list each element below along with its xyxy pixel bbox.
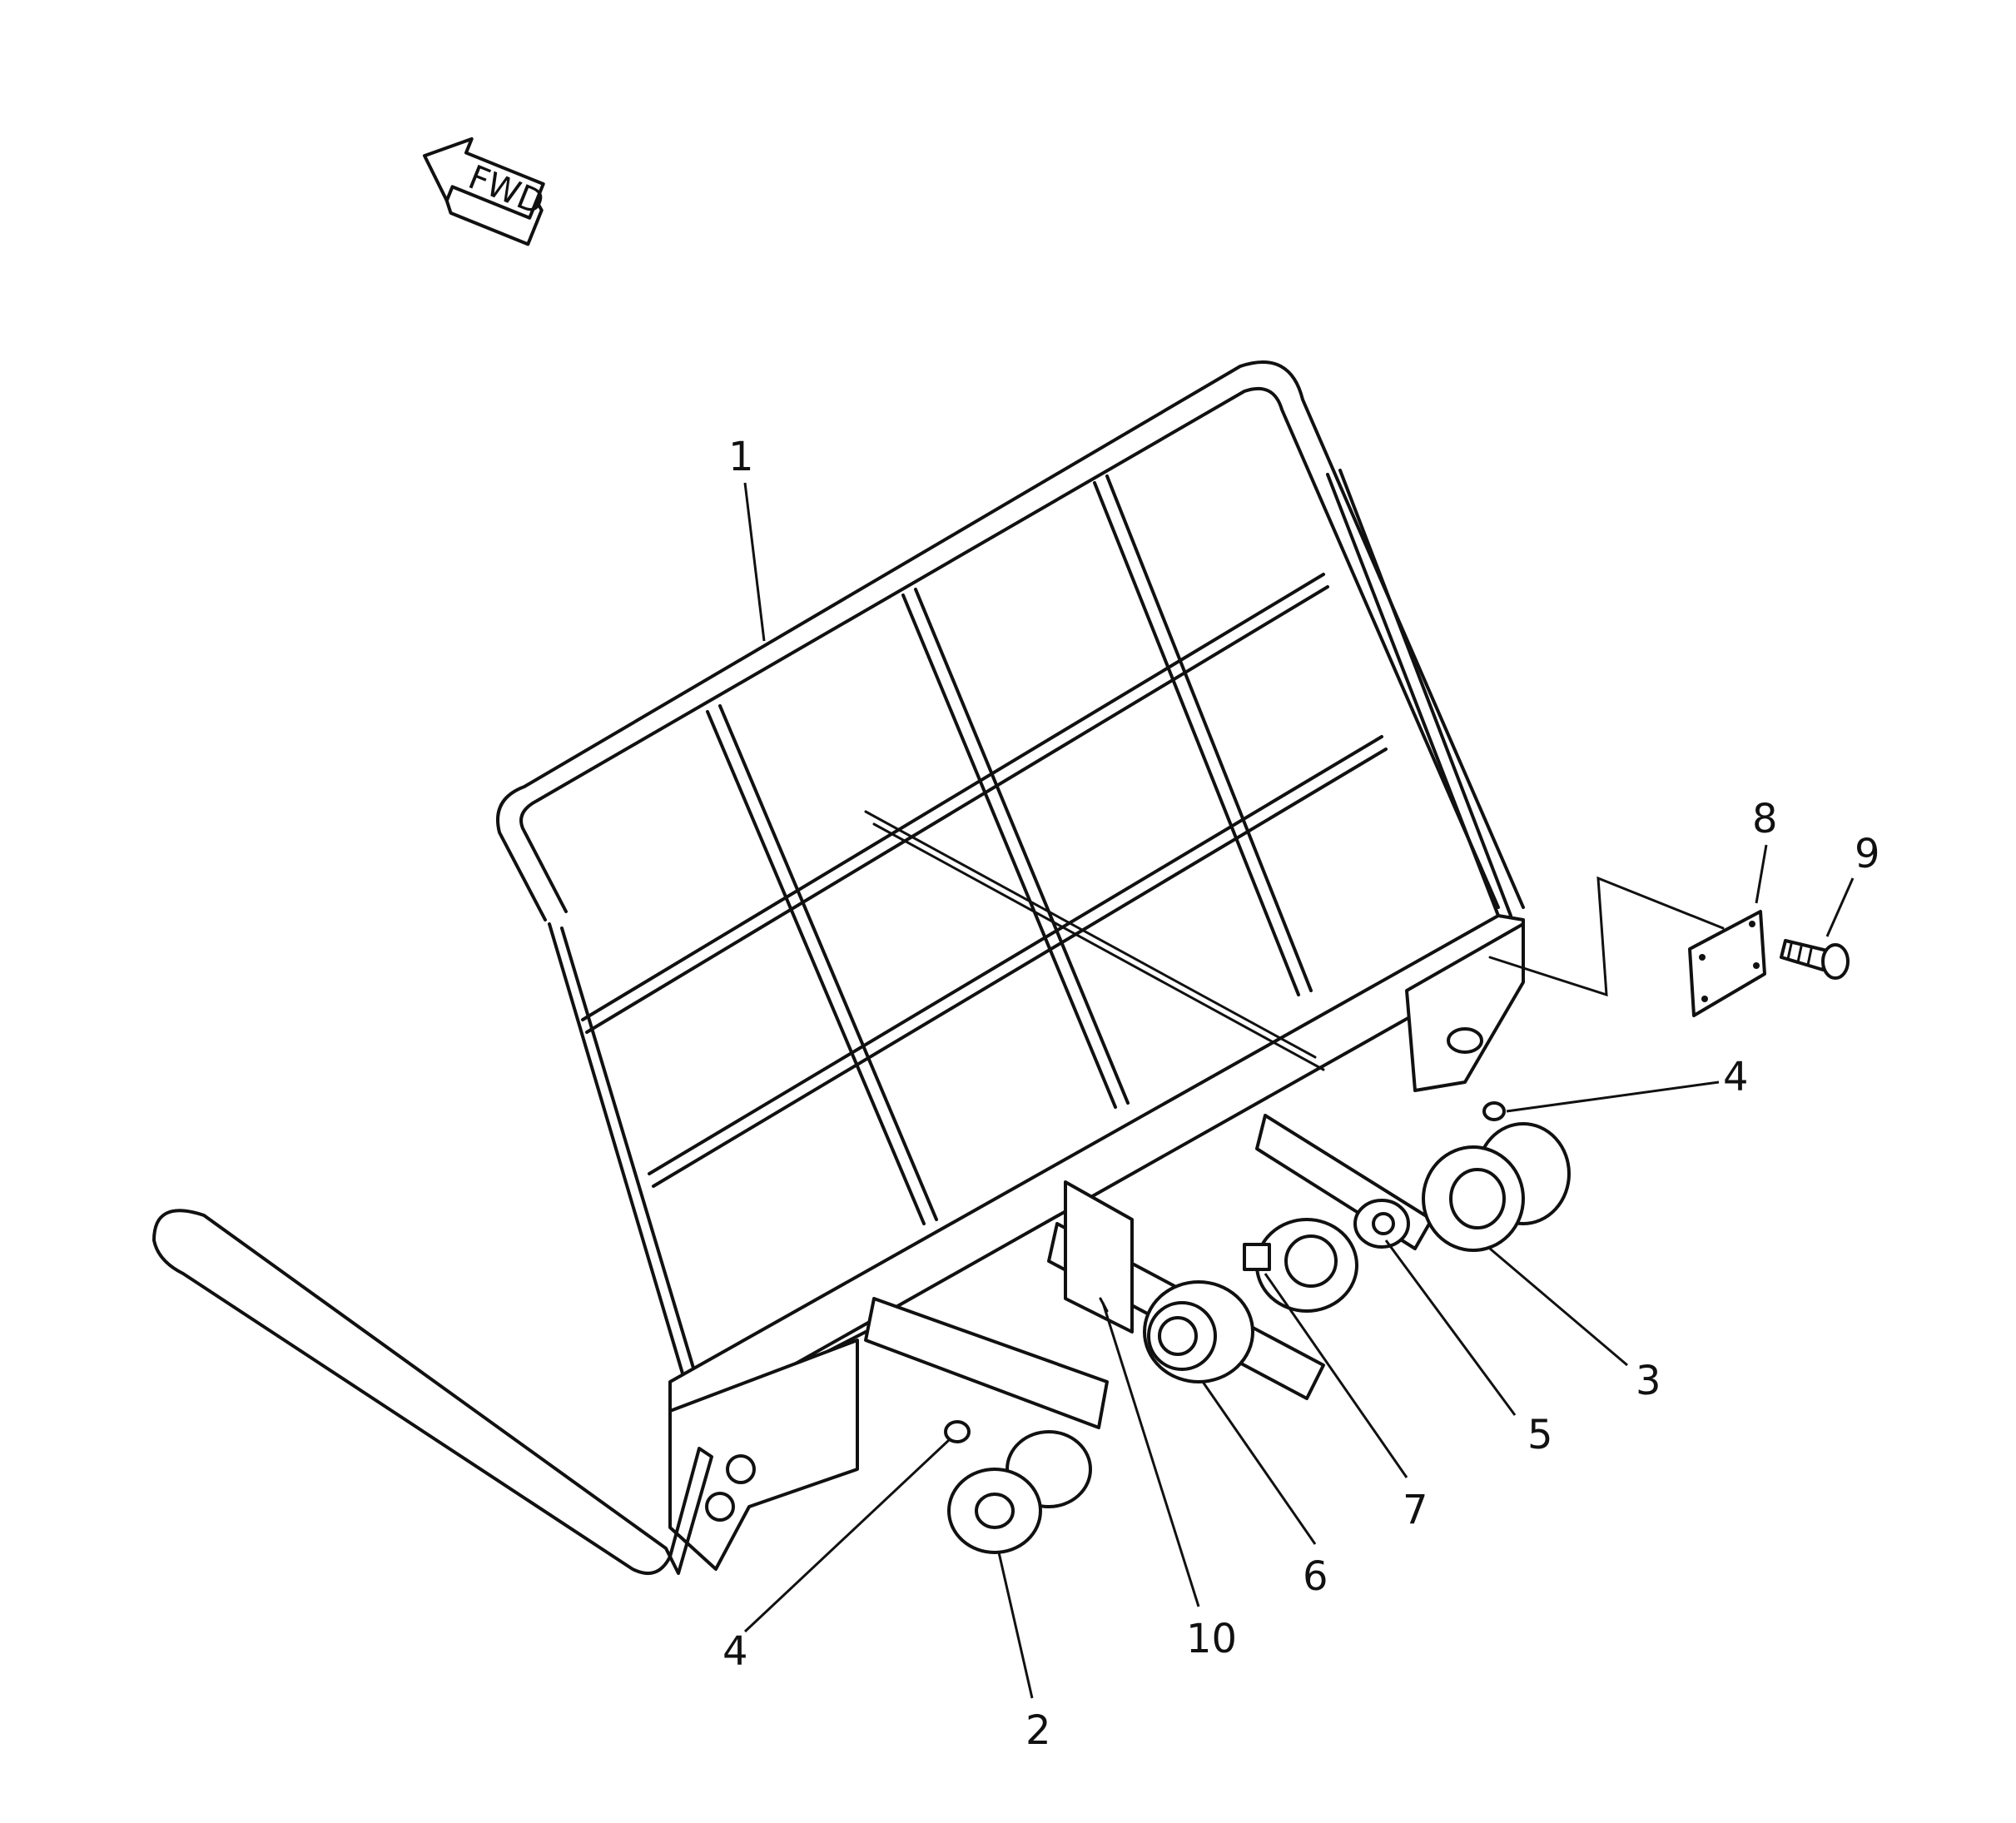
- bushing-3: [1422, 1101, 1571, 1252]
- bushing-2: [944, 1420, 1092, 1554]
- divider-3b: [1105, 474, 1313, 992]
- bushing-3-bore: [1449, 1168, 1506, 1229]
- cross-brace: [864, 810, 1317, 1059]
- leader-8: [1755, 844, 1768, 904]
- right-post-inner: [1338, 469, 1512, 917]
- callout-1: 1: [728, 434, 754, 480]
- left-post-inner: [560, 926, 697, 1375]
- guard-frame: [496, 360, 1525, 1571]
- leader-3: [1489, 1247, 1628, 1367]
- leader-4b: [1506, 1080, 1720, 1113]
- callout-10: 10: [1186, 1616, 1237, 1662]
- leader-1: [743, 482, 766, 642]
- collar-7-bore: [1284, 1234, 1338, 1288]
- rung-upper-b: [585, 585, 1329, 1034]
- rung-lower: [648, 735, 1383, 1175]
- leader-lines: [743, 482, 1855, 1699]
- grease-fitting-left: [944, 1420, 971, 1443]
- fwd-arrow: FWD: [423, 137, 549, 246]
- plate-hole: [1753, 962, 1760, 969]
- bolt: [1780, 939, 1850, 980]
- bushing-2-bore: [975, 1493, 1015, 1529]
- divider-2: [901, 594, 1117, 1109]
- callout-labels: 1 2 3 4 4 5 6 7 8 9 10: [722, 434, 1880, 1754]
- leader-10: [1101, 1302, 1200, 1607]
- leader-4a: [743, 1438, 951, 1633]
- outer-rail: [496, 360, 1525, 921]
- callout-4: 4: [1723, 1054, 1749, 1100]
- collar-7: [1243, 1218, 1358, 1313]
- right-post: [1326, 473, 1500, 917]
- callout-5: 5: [1527, 1412, 1553, 1458]
- leader-2: [997, 1552, 1034, 1699]
- leader-6: [1201, 1381, 1317, 1545]
- part-10-plate: [1064, 1180, 1134, 1334]
- callout-3: 3: [1636, 1358, 1661, 1404]
- collar-7-ring: [1255, 1218, 1358, 1313]
- base-channel: [668, 914, 1525, 1413]
- callout-7: 7: [1403, 1487, 1428, 1533]
- bushing-6-body: [1147, 1301, 1217, 1371]
- divider-3: [1093, 481, 1300, 996]
- divider-2b: [914, 588, 1130, 1105]
- callout-4: 4: [722, 1628, 748, 1675]
- bolt-head: [1821, 943, 1850, 980]
- fork-arm-joint: [668, 1447, 713, 1575]
- collar-5-ring: [1353, 1199, 1410, 1249]
- fork-arm-shape: [152, 1209, 672, 1575]
- divider-1b: [718, 704, 938, 1221]
- bushing-3-body: [1422, 1145, 1525, 1252]
- callout-2: 2: [1025, 1707, 1051, 1754]
- rung-lower-b: [652, 748, 1388, 1188]
- bolt-thread: [1806, 947, 1813, 966]
- fork-arm: [152, 1209, 713, 1575]
- plate-assembly: [1488, 876, 1850, 1017]
- bushing-2-body: [947, 1468, 1042, 1554]
- collar-7-key: [1243, 1243, 1271, 1271]
- bracket-hole: [705, 1492, 735, 1522]
- left-bracket-plate: [668, 1339, 859, 1571]
- rung-upper: [581, 573, 1325, 1021]
- bolt-thread: [1786, 942, 1793, 961]
- callout-8: 8: [1752, 796, 1778, 842]
- bushing-6: [1143, 1280, 1254, 1383]
- bracket-hole: [1447, 1027, 1483, 1054]
- bolt-thread: [1796, 945, 1803, 964]
- plate-hole: [1699, 954, 1706, 961]
- collar-5: [1353, 1199, 1410, 1249]
- leader-9: [1825, 877, 1855, 937]
- leader-7: [1264, 1273, 1408, 1478]
- inner-rail: [519, 386, 1500, 913]
- callout-6: 6: [1303, 1553, 1328, 1600]
- bracket-hole: [726, 1454, 756, 1484]
- right-bracket-plate: [1405, 922, 1525, 1092]
- plate-hole: [1749, 921, 1755, 927]
- collar-5-bore: [1372, 1212, 1395, 1235]
- plate-hole: [1701, 996, 1708, 1002]
- left-post: [548, 922, 684, 1375]
- grease-fitting-right: [1482, 1101, 1506, 1121]
- divider-1: [706, 710, 926, 1225]
- name-plate: [1688, 910, 1766, 1017]
- zigzag-leader: [1488, 876, 1725, 997]
- fwd-arrow-depth: [444, 199, 544, 246]
- callout-9: 9: [1855, 831, 1880, 877]
- link-plate-left: [864, 1297, 1109, 1429]
- bushing-6-bore: [1158, 1316, 1198, 1356]
- leader-5: [1384, 1239, 1517, 1416]
- cross-brace: [872, 822, 1325, 1071]
